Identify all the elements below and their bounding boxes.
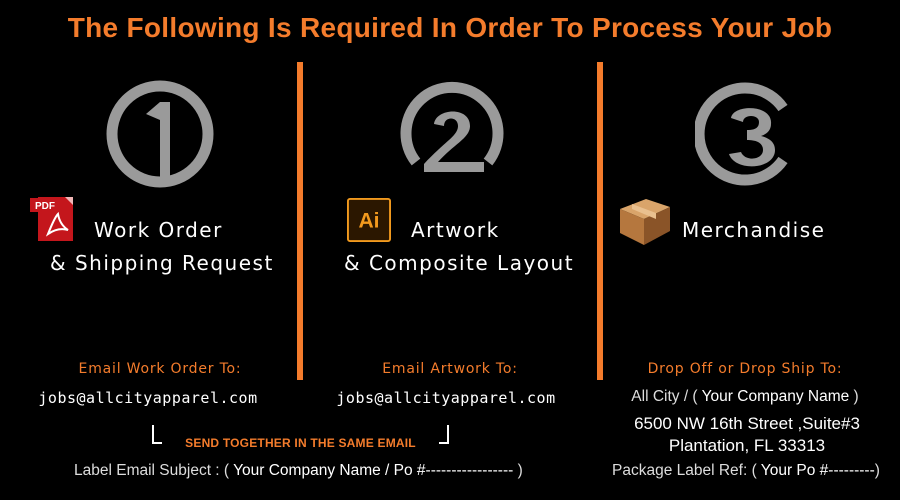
box-icon	[620, 199, 670, 245]
address-suffix: )	[849, 388, 859, 405]
illustrator-icon: Ai	[347, 198, 391, 242]
email-subject-label: Label Email Subject : ( Your Company Nam…	[74, 462, 534, 480]
number-1-badge-icon	[106, 80, 214, 188]
package-label-ref: Package Label Ref: ( Your Po #---------)	[612, 462, 897, 480]
divider-1	[297, 62, 303, 380]
page-title: The Following Is Required In Order To Pr…	[67, 12, 833, 43]
step-1-email-link[interactable]: jobs@allcityapparel.com	[38, 389, 258, 407]
address-prefix: All City / (	[631, 388, 702, 405]
subject-value: Your Company Name / Po #----------------…	[233, 462, 518, 479]
step-1-instruction: Email Work Order To:	[78, 361, 242, 377]
address-company-name: Your Company Name	[701, 388, 850, 405]
number-2-badge-icon	[400, 81, 504, 172]
step-3-address-line1: All City / ( Your Company Name )	[610, 388, 880, 406]
pdf-icon-text: PDF	[35, 201, 55, 212]
step-2-instruction: Email Artwork To:	[382, 361, 518, 377]
step-2-email-link[interactable]: jobs@allcityapparel.com	[336, 389, 556, 407]
package-value: Your Po #---------	[760, 462, 875, 479]
step-1-label-line1: Work Order	[94, 218, 223, 242]
package-suffix: )	[874, 462, 880, 479]
step-3-address-line3: Plantation, FL 33313	[668, 436, 826, 455]
number-3-badge-icon	[695, 82, 788, 186]
send-together-label: SEND TOGETHER IN THE SAME EMAIL	[162, 436, 439, 450]
step-2-label: Artwork & Composite Layout	[344, 214, 594, 280]
step-2-label-line1: Artwork	[411, 218, 500, 242]
step-3-instruction: Drop Off or Drop Ship To:	[647, 361, 843, 377]
step-1-label: Work Order & Shipping Request	[50, 214, 290, 280]
step-3-address-line2: 6500 NW 16th Street ,Suite#3	[634, 414, 860, 433]
step-1-label-line2: & Shipping Request	[50, 251, 274, 275]
pdf-icon: PDF	[30, 197, 73, 241]
illustrator-icon-text: Ai	[358, 210, 379, 233]
divider-2	[597, 62, 603, 380]
step-2-label-line2: & Composite Layout	[344, 251, 575, 275]
package-prefix: Package Label Ref: (	[612, 462, 761, 479]
subject-prefix: Label Email Subject : (	[74, 462, 234, 479]
subject-suffix: )	[517, 462, 523, 479]
step-3-label: Merchandise	[682, 218, 826, 242]
